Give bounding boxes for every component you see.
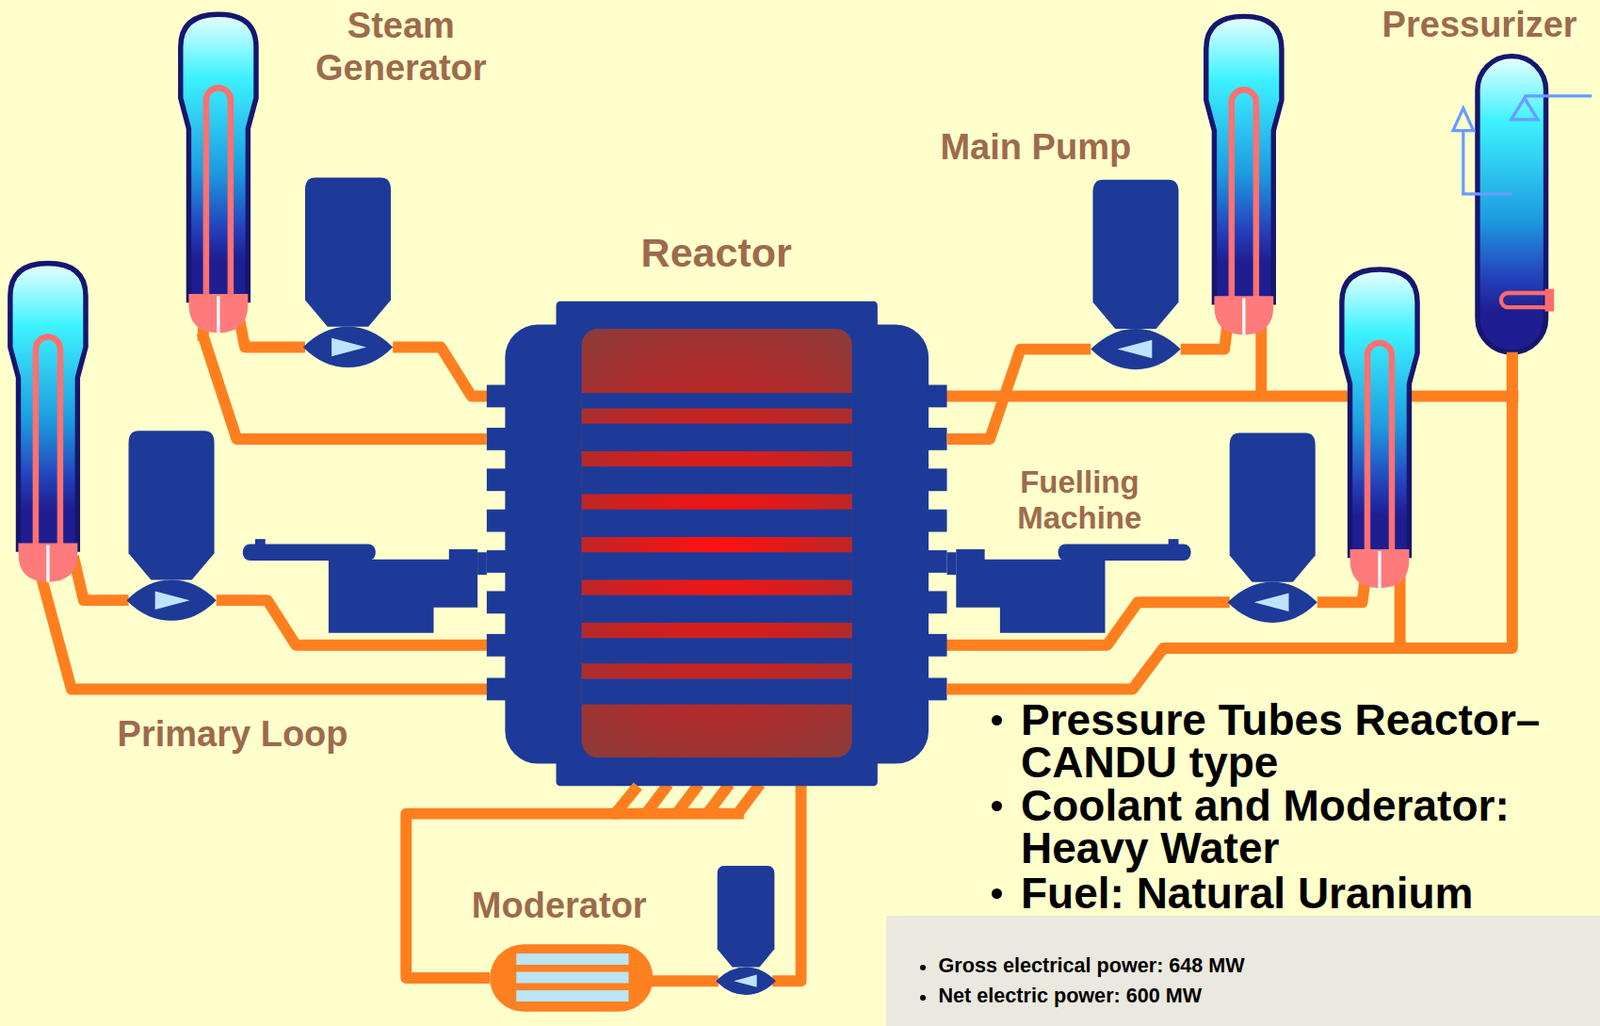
spec-line: Gross electrical power: 648 MW [938,950,1600,981]
feeder-nozzle [926,427,948,451]
pressure-tube [581,536,853,552]
feeder-nozzle [486,677,508,700]
component-label: Pressurizer [1382,4,1578,47]
feeder-nozzle [926,590,948,614]
relief-valve [1453,108,1474,131]
pressure-tube [581,451,853,467]
pipe [941,389,1519,402]
pipe [392,346,492,396]
feeder-nozzle [926,385,948,408]
pressurizer-vessel [1453,56,1592,353]
exchanger-shell [489,943,653,1012]
component-label: Fuelling Machine [989,464,1169,536]
moderator-pump [715,865,776,995]
pipe [772,780,801,981]
coolant-pump [303,177,393,369]
calandria [504,324,929,764]
heat-exchanger [489,943,653,1012]
component-label: Main Pump [939,127,1132,169]
feature-bullet: Coolant and Moderator: Heavy Water [1020,784,1586,870]
feature-bullet: Pressure Tubes Reactor– CANDU type [1020,698,1586,784]
coolant-pipe [405,785,638,978]
pressurizer: Pressurizer [1477,56,1547,353]
coolant-pipe [947,352,1513,690]
feeder-nozzle [486,590,508,614]
spec-line: Net electric power: 600 MW [938,980,1600,1011]
main-pump: Main Pump [1090,179,1180,372]
feeder-nozzle [926,677,948,700]
moderator-heat-exchanger: Moderator [489,943,653,1012]
fuelling-machine: Fuelling Machine [948,538,1192,633]
coolant-pipe [202,332,487,439]
relief-line [1463,130,1513,194]
coolant-pump [1090,179,1180,371]
steam-generator [1206,16,1282,335]
exchanger-tube [516,971,629,984]
feeder-nozzle [486,427,508,451]
pressure-tube [581,407,853,423]
spray-nozzle [1511,97,1538,120]
specification-panel: Gross electrical power: 648 MWNet electr… [886,915,1600,1026]
moderator-header [612,808,744,820]
fuelling-machine [947,538,1192,633]
feeder-nozzle [486,468,508,491]
feeder-nozzle [486,385,508,408]
coolant-pipe [947,349,1092,439]
steam-generator [10,263,86,582]
pipe [648,974,719,986]
feeder-nozzle [926,633,948,657]
pipe [73,556,130,601]
pressure-tube [581,493,853,509]
core-band [581,392,853,704]
steam-generator [180,14,257,333]
feeder-nozzle [486,509,508,533]
feeder-nozzle [926,549,948,573]
spray-line [1524,94,1593,97]
component-label: Steam Generator [288,4,515,90]
loop-label: Primary Loop [117,713,349,756]
pressure-tube [581,662,853,679]
feeder-nozzle [926,509,948,533]
steam-generator [1341,269,1418,588]
heater-terminal [1544,289,1554,312]
reactor: Reactor [486,301,948,787]
reactor-vessel [486,301,948,787]
steam-generator: Steam Generator [180,14,257,333]
exchanger-tube [516,989,629,1002]
component-label: Reactor [641,229,792,276]
feeder-nozzle [486,633,508,657]
pressure-tube [581,579,853,595]
feature-bullet: Fuel: Natural Uranium [1020,872,1586,915]
exchanger-tube [516,953,629,965]
feeder-nozzle [486,549,508,573]
pressure-tube [581,622,853,638]
fuelling-machine [242,538,487,633]
component-label: Moderator [471,885,647,927]
feeder-nozzle [926,468,948,491]
reactor-core [581,328,853,758]
coolant-pump [1228,432,1318,623]
coolant-pump [126,430,216,621]
